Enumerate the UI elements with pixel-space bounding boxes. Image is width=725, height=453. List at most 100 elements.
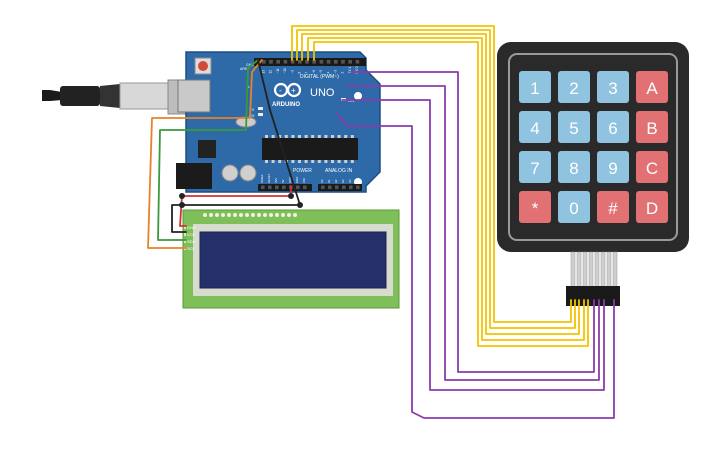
wires [147,25,615,419]
key-8[interactable]: 8 [558,151,590,183]
power-pin-label: 5V [281,179,285,183]
analog-pin-4[interactable] [349,185,353,190]
lcd-header-hole [203,213,207,217]
analog-pin-label: A2 [334,179,338,183]
chip-pin [291,160,295,163]
analog-pin-label: A3 [341,179,345,183]
digital-pin-5[interactable] [298,60,302,64]
digital-header [254,58,366,66]
key-label: C [646,159,658,178]
power-pin-6[interactable] [303,185,307,190]
power-pin-3[interactable] [282,185,286,190]
power-pin-0[interactable] [261,185,265,190]
wire-purple-4 [336,113,615,419]
digital-pin-4[interactable] [290,60,295,64]
chip-pin [311,160,315,163]
power-pin-2[interactable] [275,185,279,190]
analog-pin-2[interactable] [335,185,339,190]
key-0[interactable]: 0 [558,191,590,223]
key-7[interactable]: 7 [519,151,551,183]
digital-pin-label: 2 [341,72,345,74]
wire-purple-2 [346,85,600,381]
power-pin-label: RESET [267,173,271,183]
key-label: B [646,119,657,138]
digital-pin-label: ~10 [283,68,287,74]
arduino-logo: - + ARDUINO [272,82,302,108]
key-label: D [646,199,658,218]
svg-text:-: - [279,86,282,95]
analog-pin-label: A1 [327,179,331,183]
mount-hole [354,92,362,100]
voltage-regulator [198,140,216,158]
key-4[interactable]: 4 [519,111,551,143]
lcd-screen [199,231,387,289]
key-5[interactable]: 5 [558,111,590,143]
key-label: 1 [530,79,539,98]
key-label: A [646,79,658,98]
key-b[interactable]: B [636,111,668,143]
digital-pin-0[interactable] [262,60,266,64]
lcd-pin-label-vcc: VCC [187,232,196,237]
digital-pin-7[interactable] [312,60,316,64]
analog-label: ANALOG IN [325,168,353,174]
aref-label: AREF [240,67,249,71]
key-a[interactable]: A [636,71,668,103]
lcd-header-hole [239,213,243,217]
power-pin-1[interactable] [268,185,272,190]
power-pin-5[interactable] [296,185,300,190]
chip-pin [350,135,354,138]
chip-pin [298,135,301,138]
keypad-ribbon-cable [570,251,618,289]
keypad-frame [508,53,678,241]
power-pin-label: GND [295,177,299,183]
lcd-header-hole [287,213,291,217]
digital-pin-10[interactable] [334,60,338,64]
chip-pin [271,160,275,163]
key-hash[interactable]: # [597,191,629,223]
lcd-header-hole [245,213,249,217]
key-1[interactable]: 1 [519,71,551,103]
lcd-header-hole [209,213,213,217]
chip-pin [265,160,268,163]
wire-purple-1 [351,71,595,373]
digital-pin-12[interactable] [348,60,352,64]
key-2[interactable]: 2 [558,71,590,103]
digital-pin-8[interactable] [319,60,324,64]
analog-pin-1[interactable] [328,185,332,190]
key-label: * [532,199,539,218]
key-label: 7 [530,159,539,178]
chip-pin [278,135,282,138]
digital-pin-1[interactable] [269,60,273,64]
digital-pin-2[interactable] [276,60,280,64]
chip-pin [344,160,348,163]
digital-pin-9[interactable] [326,60,331,64]
rx-led-label: RX [249,113,255,118]
chip-pin [284,135,288,138]
wire-yellow-5 [313,41,589,347]
capacitor [239,164,257,182]
digital-pin-11[interactable] [341,60,345,64]
analog-pin-5[interactable] [356,185,360,190]
wire-yellow-4 [307,37,585,341]
digital-pin-6[interactable] [305,60,309,64]
analog-pin-label: A4 [348,179,352,183]
chip-pin [291,135,295,138]
key-label: 2 [569,79,578,98]
digital-pin-label: 4 [326,72,330,74]
key-d[interactable]: D [636,191,668,223]
chip-pin [298,160,301,163]
key-c[interactable]: C [636,151,668,183]
digital-pin-13[interactable] [355,60,360,64]
key-9[interactable]: 9 [597,151,629,183]
key-label: 8 [569,159,578,178]
analog-pin-0[interactable] [321,185,325,190]
lcd-pin-label-scl: SCL [187,246,196,251]
key-6[interactable]: 6 [597,111,629,143]
digital-pin-3[interactable] [283,60,288,64]
key-star[interactable]: * [519,191,551,223]
key-3[interactable]: 3 [597,71,629,103]
analog-pin-3[interactable] [342,185,346,190]
